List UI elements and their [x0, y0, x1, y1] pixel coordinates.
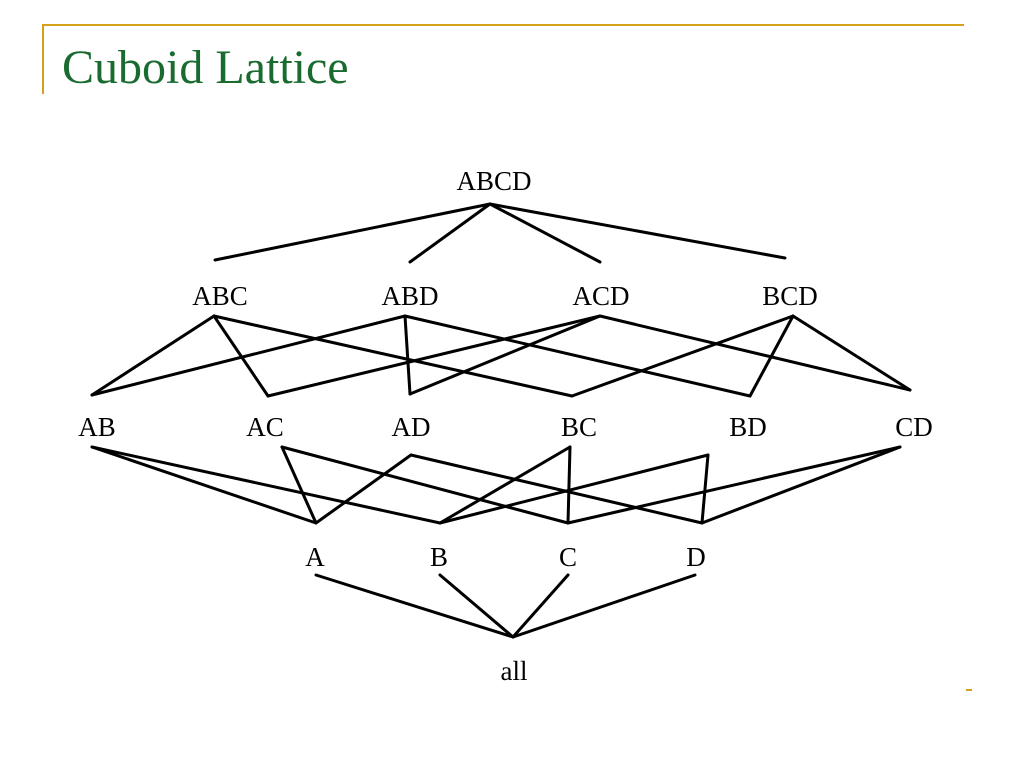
edge-abc-bc: [212, 314, 574, 398]
node-bd: BD: [729, 412, 767, 442]
edge-abcd-abd: [408, 202, 492, 264]
node-bc: BC: [561, 412, 597, 442]
node-ad: AD: [392, 412, 431, 442]
edge-bcd-bc: [570, 314, 795, 398]
node-bcd: BCD: [762, 281, 818, 311]
edge-ac-c: [280, 445, 570, 525]
node-all: all: [501, 656, 528, 686]
edge-a-all: [314, 573, 515, 639]
node-a: A: [305, 542, 325, 572]
edge-abc-ab: [90, 314, 216, 397]
edge-cd-c: [566, 445, 902, 525]
title-rule-top: [42, 24, 964, 26]
edge-ab-b: [90, 445, 442, 525]
edge-acd-cd: [598, 314, 912, 392]
edge-d-all: [511, 573, 697, 639]
lattice-edges: [90, 202, 912, 639]
lattice-labels: ABCD ABC ABD ACD BCD AB AC AD BC BD CD A…: [78, 166, 933, 686]
edge-abd-ad: [403, 314, 412, 396]
edge-ad-d: [409, 453, 704, 525]
slide-title: Cuboid Lattice: [62, 41, 349, 94]
corner-mark: [966, 689, 972, 691]
edge-ad-a: [314, 453, 413, 525]
edge-abd-ab: [90, 314, 407, 397]
edge-bd-b: [438, 453, 710, 525]
node-b: B: [430, 542, 448, 572]
node-acd: ACD: [572, 281, 629, 311]
edge-acd-ac: [266, 314, 602, 398]
node-d: D: [686, 542, 706, 572]
edge-abcd-abc: [213, 202, 492, 262]
node-abc: ABC: [192, 281, 248, 311]
edge-abd-bd: [403, 314, 752, 398]
edge-bd-d: [700, 453, 710, 525]
node-ac: AC: [246, 412, 284, 442]
edge-abcd-acd: [488, 202, 602, 264]
title-rule-left: [42, 24, 44, 94]
edge-ab-a: [90, 445, 318, 525]
edge-abcd-bcd: [488, 202, 787, 260]
edge-bcd-bd: [748, 314, 795, 398]
edge-cd-d: [700, 445, 902, 525]
edge-bc-b: [438, 445, 572, 525]
edge-ac-a: [280, 445, 318, 525]
edge-b-all: [438, 573, 515, 639]
node-abcd: ABCD: [456, 166, 531, 196]
edge-bc-c: [566, 445, 572, 525]
edge-c-all: [511, 573, 570, 639]
edge-bcd-cd: [791, 314, 912, 392]
node-cd: CD: [895, 412, 933, 442]
edge-acd-ad: [408, 314, 602, 396]
node-c: C: [559, 542, 577, 572]
node-ab: AB: [78, 412, 116, 442]
node-abd: ABD: [381, 281, 438, 311]
